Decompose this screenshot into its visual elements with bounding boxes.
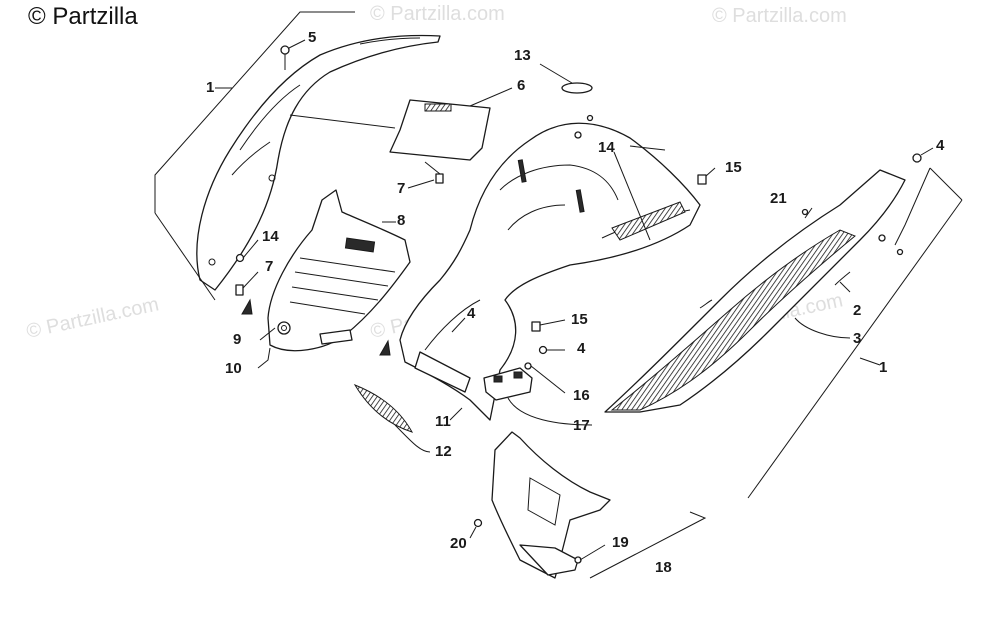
callout-label: 15 (725, 159, 742, 176)
leader-line (929, 167, 963, 201)
watermark-text: © Partzilla.com (712, 5, 847, 27)
callout-label: 8 (397, 212, 405, 229)
callout-label: 1 (879, 359, 887, 376)
leader-line (579, 544, 606, 561)
leader-line (859, 357, 881, 366)
direction-arrow (241, 298, 253, 315)
leader-line (154, 11, 355, 213)
callout-label: 10 (225, 360, 242, 377)
leader-line (613, 151, 651, 241)
callout-label: 4 (467, 305, 476, 322)
watermark-text: © Partzilla.com (24, 293, 160, 343)
fastener-7-upper (407, 161, 444, 189)
fastener-14-left (235, 239, 259, 296)
fastener-20 (469, 518, 483, 539)
callout-label: 19 (612, 534, 629, 551)
callout-label: 2 (853, 302, 861, 319)
part-12-mesh (353, 383, 431, 453)
fastener-21 (801, 208, 809, 216)
fastener-15-center (531, 319, 566, 355)
leader-line (804, 207, 813, 219)
callout-label: 4 (577, 340, 586, 357)
callout-label: 14 (598, 139, 615, 156)
direction-arrow (379, 339, 391, 356)
callout-label: 4 (936, 137, 945, 154)
callout-label: 12 (435, 443, 452, 460)
leader-line (449, 407, 463, 421)
leader-line (894, 167, 931, 246)
part-8-grille (267, 189, 411, 352)
callout-label: 13 (514, 47, 531, 64)
fastener-5 (280, 39, 306, 70)
callout-label: 18 (655, 559, 672, 576)
leader-line (794, 317, 851, 339)
callout-label: 7 (397, 180, 405, 197)
callout-label: 5 (308, 29, 316, 46)
callout-label: 20 (450, 535, 467, 552)
part-11-nose (399, 114, 701, 421)
watermark-brand: © Partzilla (28, 3, 138, 30)
watermark-text: © Partzilla.com (370, 3, 505, 25)
leader-line (589, 511, 707, 579)
part-18-belly (491, 431, 611, 579)
fastener-4-right (912, 147, 934, 163)
callout-labels: 1 5 13 6 14 15 4 7 21 8 14 7 2 4 15 9 3 … (206, 29, 945, 576)
leader-line (839, 281, 851, 293)
callout-label: 11 (435, 413, 451, 430)
leader-line (451, 317, 466, 333)
part-13-badge (539, 63, 593, 94)
callout-label: 3 (853, 330, 861, 347)
leader-line (289, 114, 396, 129)
leader-line (259, 327, 276, 341)
callout-label: 6 (517, 77, 525, 94)
callout-label: 16 (573, 387, 590, 404)
part-17-bracket (483, 362, 593, 426)
callout-label: 1 (206, 79, 214, 96)
callout-label: 9 (233, 331, 241, 348)
fastener-15-upper (697, 167, 716, 185)
callout-label: 7 (265, 258, 273, 275)
part-left-side-panel (196, 34, 441, 291)
leader-line (257, 347, 271, 369)
leader-line (747, 199, 963, 499)
callout-label: 15 (571, 311, 588, 328)
callout-label: 14 (262, 228, 279, 245)
part-6-plate (389, 87, 513, 161)
leader-line (154, 212, 216, 301)
leader-line (629, 145, 666, 151)
part-3-right-panel (604, 169, 906, 413)
callout-label: 21 (770, 190, 787, 207)
callout-label: 17 (573, 417, 590, 434)
